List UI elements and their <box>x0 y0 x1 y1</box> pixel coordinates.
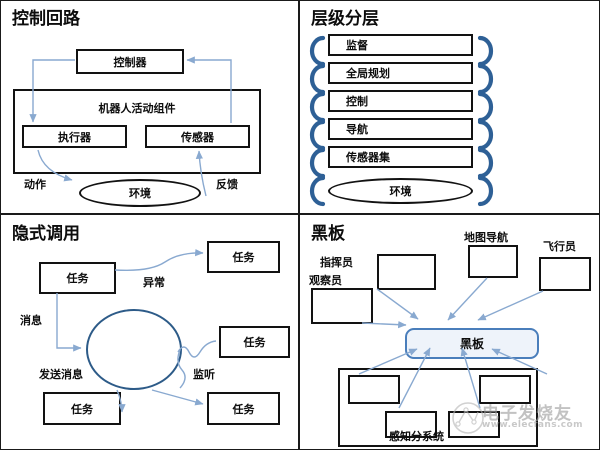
panel-blackboard: 黑板 指挥员 地图导航 飞行员 观察员 黑板 感知分系统 <box>299 214 600 450</box>
box-sensor[interactable]: 传感器 <box>145 125 250 148</box>
label-observer: 观察员 <box>309 274 342 287</box>
panel-title-blackboard: 黑板 <box>311 224 345 244</box>
panel-control-loop: 控制回路 控制器 机器人活动组件 执行器 传感器 环境 动作 反馈 <box>0 0 299 214</box>
box-task-target[interactable]: 任务 <box>207 392 280 425</box>
label-exception: 异常 <box>143 276 165 289</box>
label-pilot: 飞行员 <box>543 240 576 253</box>
box-commander[interactable] <box>377 254 436 290</box>
label-message: 消息 <box>20 314 42 327</box>
box-layer-sensor-set[interactable]: 传感器集 <box>328 146 473 168</box>
box-layer-global-planning[interactable]: 全局规划 <box>328 62 473 84</box>
box-map-navigation[interactable] <box>468 245 518 278</box>
label-commander: 指挥员 <box>320 256 353 269</box>
panel-hierarchical: 层级分层 监督 全局规划 控制 导航 传感器集 环境 <box>299 0 600 214</box>
box-blackboard-central[interactable]: 黑板 <box>405 328 539 359</box>
box-layer-control[interactable]: 控制 <box>328 90 473 112</box>
panel-title-hierarchical: 层级分层 <box>311 9 379 29</box>
label-send-message: 发送消息 <box>39 368 83 381</box>
box-perception-module-2[interactable] <box>479 375 531 404</box>
box-perception-module-4[interactable] <box>448 411 500 438</box>
box-task-receiver[interactable]: 任务 <box>43 392 121 425</box>
label-listen: 监听 <box>193 368 215 381</box>
box-task-exception[interactable]: 任务 <box>207 241 280 273</box>
ellipse-environment-hierarchical[interactable]: 环境 <box>328 178 473 204</box>
box-layer-navigation[interactable]: 导航 <box>328 118 473 140</box>
label-feedback: 反馈 <box>216 178 238 191</box>
label-action: 动作 <box>24 178 46 191</box>
panel-title-implicit-invocation: 隐式调用 <box>12 224 80 244</box>
box-controller[interactable]: 控制器 <box>76 49 184 74</box>
box-task-listener[interactable]: 任务 <box>219 326 290 358</box>
panel-title-control-loop: 控制回路 <box>12 9 80 29</box>
label-perception-subsystem: 感知分系统 <box>389 430 444 443</box>
box-observer[interactable] <box>311 288 373 324</box>
box-perception-module-3[interactable] <box>385 411 437 438</box>
circle-event-bus[interactable] <box>86 309 182 390</box>
box-perception-module-1[interactable] <box>348 375 400 404</box>
label-map-navigation: 地图导航 <box>464 231 508 244</box>
box-pilot[interactable] <box>539 257 591 291</box>
ellipse-environment-control-loop[interactable]: 环境 <box>79 179 201 207</box>
box-actuator[interactable]: 执行器 <box>22 125 127 148</box>
panel-implicit-invocation: 隐式调用 任务 任务 任务 任务 任务 异常 消息 发送消息 监听 <box>0 214 299 450</box>
box-task-source[interactable]: 任务 <box>39 262 116 294</box>
box-layer-supervision[interactable]: 监督 <box>328 34 473 56</box>
